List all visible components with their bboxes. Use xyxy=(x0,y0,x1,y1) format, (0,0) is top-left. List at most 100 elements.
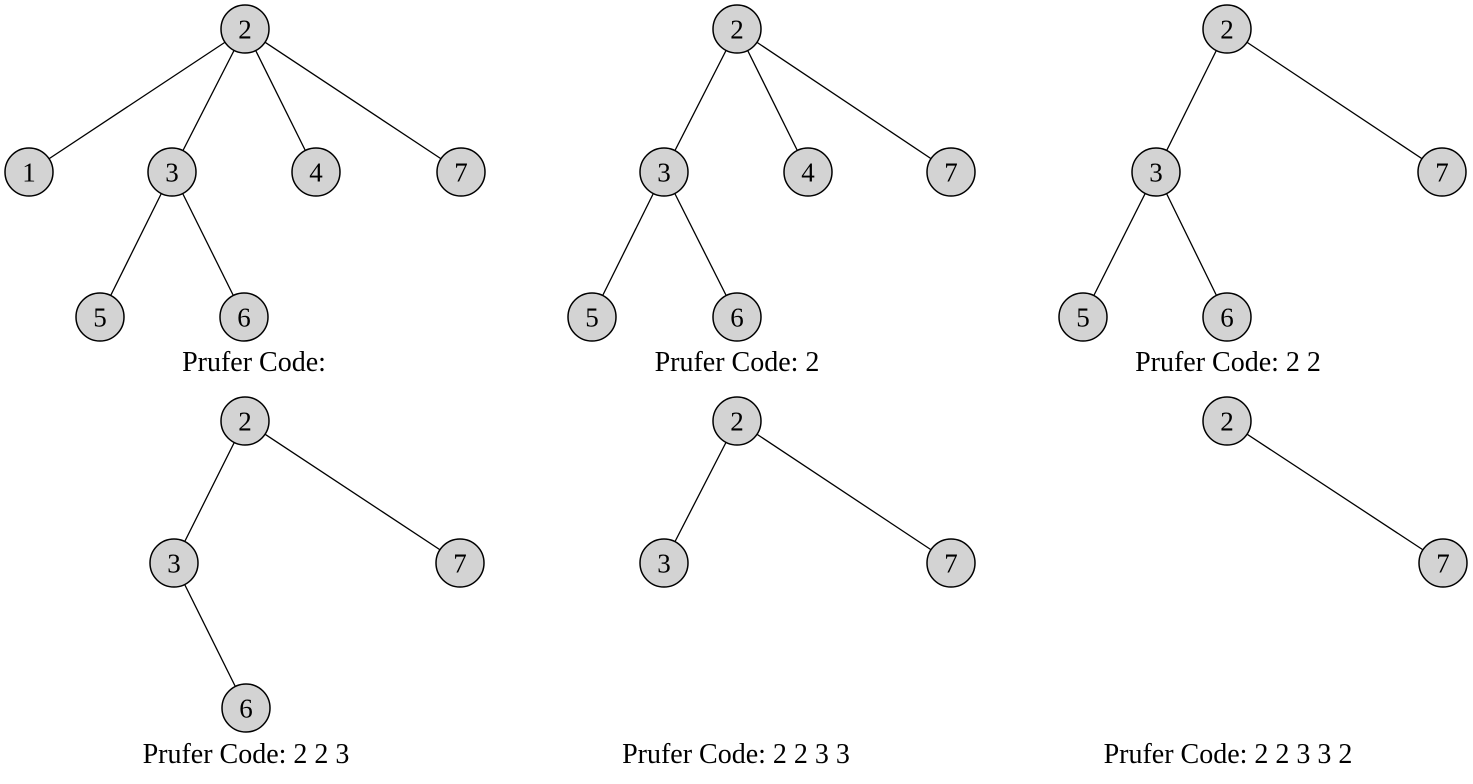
tree-node-circle xyxy=(783,147,833,197)
tree-node-circle xyxy=(1417,147,1467,197)
panel-caption: Prufer Code: 2 xyxy=(655,347,820,378)
tree-node-label: 3 xyxy=(657,157,671,187)
tree-node-label: 2 xyxy=(730,14,744,44)
tree-node-label: 2 xyxy=(730,406,744,436)
tree-node-label: 3 xyxy=(1149,157,1163,187)
tree-node-label: 7 xyxy=(453,548,467,578)
tree-node-circle xyxy=(712,396,762,446)
tree-node-label: 2 xyxy=(1220,406,1234,436)
tree-edge-3-5 xyxy=(591,171,665,318)
tree-node-2: 2 xyxy=(1202,4,1252,54)
tree-node-5: 5 xyxy=(75,292,125,342)
tree-node-2: 2 xyxy=(712,4,762,54)
tree-node-label: 6 xyxy=(239,693,253,723)
tree-node-circle xyxy=(712,4,762,54)
tree-node-circle xyxy=(219,292,269,342)
tree-edge-2-7 xyxy=(1226,420,1444,564)
tree-edge-2-3 xyxy=(1155,28,1228,173)
tree-edge-3-6 xyxy=(173,562,247,709)
tree-node-2: 2 xyxy=(1202,396,1252,446)
tree-node-6: 6 xyxy=(1202,292,1252,342)
tree-node-2: 2 xyxy=(220,396,270,446)
tree-node-label: 7 xyxy=(1435,157,1449,187)
tree-node-label: 3 xyxy=(165,157,179,187)
tree-node-6: 6 xyxy=(712,292,762,342)
tree-node-7: 7 xyxy=(1417,147,1467,197)
tree-node-label: 7 xyxy=(944,548,958,578)
tree-node-circle xyxy=(926,147,976,197)
tree-node-label: 6 xyxy=(237,302,251,332)
tree-node-label: 5 xyxy=(1076,302,1090,332)
tree-node-3: 3 xyxy=(1131,147,1181,197)
tree-node-4: 4 xyxy=(783,147,833,197)
tree-node-circle xyxy=(75,292,125,342)
tree-edge-2-7 xyxy=(1226,28,1443,173)
tree-node-circle xyxy=(4,147,54,197)
tree-node-label: 6 xyxy=(1220,302,1234,332)
tree-node-circle xyxy=(567,292,617,342)
tree-node-label: 7 xyxy=(944,157,958,187)
tree-node-label: 2 xyxy=(1220,14,1234,44)
tree-node-6: 6 xyxy=(219,292,269,342)
tree-node-3: 3 xyxy=(149,538,199,588)
panel-caption: Prufer Code: 2 2 3 xyxy=(143,739,350,770)
tree-edge-2-7 xyxy=(736,420,952,564)
tree-edge-2-3 xyxy=(173,420,246,564)
panel-caption: Prufer Code: 2 2 3 3 2 xyxy=(1104,739,1353,770)
tree-node-5: 5 xyxy=(1058,292,1108,342)
tree-node-7: 7 xyxy=(1418,538,1468,588)
tree-node-label: 3 xyxy=(657,548,671,578)
tree-node-circle xyxy=(436,147,486,197)
tree-edge-3-5 xyxy=(99,171,173,318)
tree-node-label: 7 xyxy=(1436,548,1450,578)
tree-edge-2-7 xyxy=(244,28,462,173)
tree-edge-2-7 xyxy=(244,420,461,564)
tree-node-circle xyxy=(1131,147,1181,197)
tree-node-circle xyxy=(1202,396,1252,446)
tree-node-3: 3 xyxy=(147,147,197,197)
tree-node-circle xyxy=(1418,538,1468,588)
panel-caption: Prufer Code: xyxy=(182,347,326,378)
tree-node-circle xyxy=(712,292,762,342)
tree-node-circle xyxy=(1202,4,1252,54)
tree-node-circle xyxy=(149,538,199,588)
tree-edge-2-4 xyxy=(244,28,317,173)
tree-node-circle xyxy=(220,396,270,446)
tree-edge-3-5 xyxy=(1082,171,1157,318)
tree-node-1: 1 xyxy=(4,147,54,197)
tree-node-7: 7 xyxy=(926,538,976,588)
tree-edge-2-3 xyxy=(663,28,738,173)
tree-node-label: 4 xyxy=(801,157,815,187)
tree-node-2: 2 xyxy=(220,4,270,54)
tree-node-7: 7 xyxy=(926,147,976,197)
tree-edge-2-7 xyxy=(736,28,952,173)
tree-node-5: 5 xyxy=(567,292,617,342)
tree-edge-3-6 xyxy=(663,171,738,318)
tree-node-circle xyxy=(1202,292,1252,342)
tree-node-label: 2 xyxy=(238,14,252,44)
tree-edge-3-6 xyxy=(171,171,245,318)
tree-node-7: 7 xyxy=(435,538,485,588)
tree-node-3: 3 xyxy=(639,147,689,197)
tree-node-label: 5 xyxy=(93,302,107,332)
tree-node-label: 7 xyxy=(454,157,468,187)
tree-node-6: 6 xyxy=(221,683,271,733)
tree-node-2: 2 xyxy=(712,396,762,446)
tree-node-label: 2 xyxy=(238,406,252,436)
panel-caption: Prufer Code: 2 2 3 3 xyxy=(622,739,850,770)
tree-node-circle xyxy=(926,538,976,588)
tree-node-label: 1 xyxy=(22,157,36,187)
tree-node-circle xyxy=(147,147,197,197)
tree-edge-2-4 xyxy=(736,28,809,173)
tree-node-label: 3 xyxy=(167,548,181,578)
tree-node-4: 4 xyxy=(291,147,341,197)
tree-node-7: 7 xyxy=(436,147,486,197)
tree-node-circle xyxy=(435,538,485,588)
